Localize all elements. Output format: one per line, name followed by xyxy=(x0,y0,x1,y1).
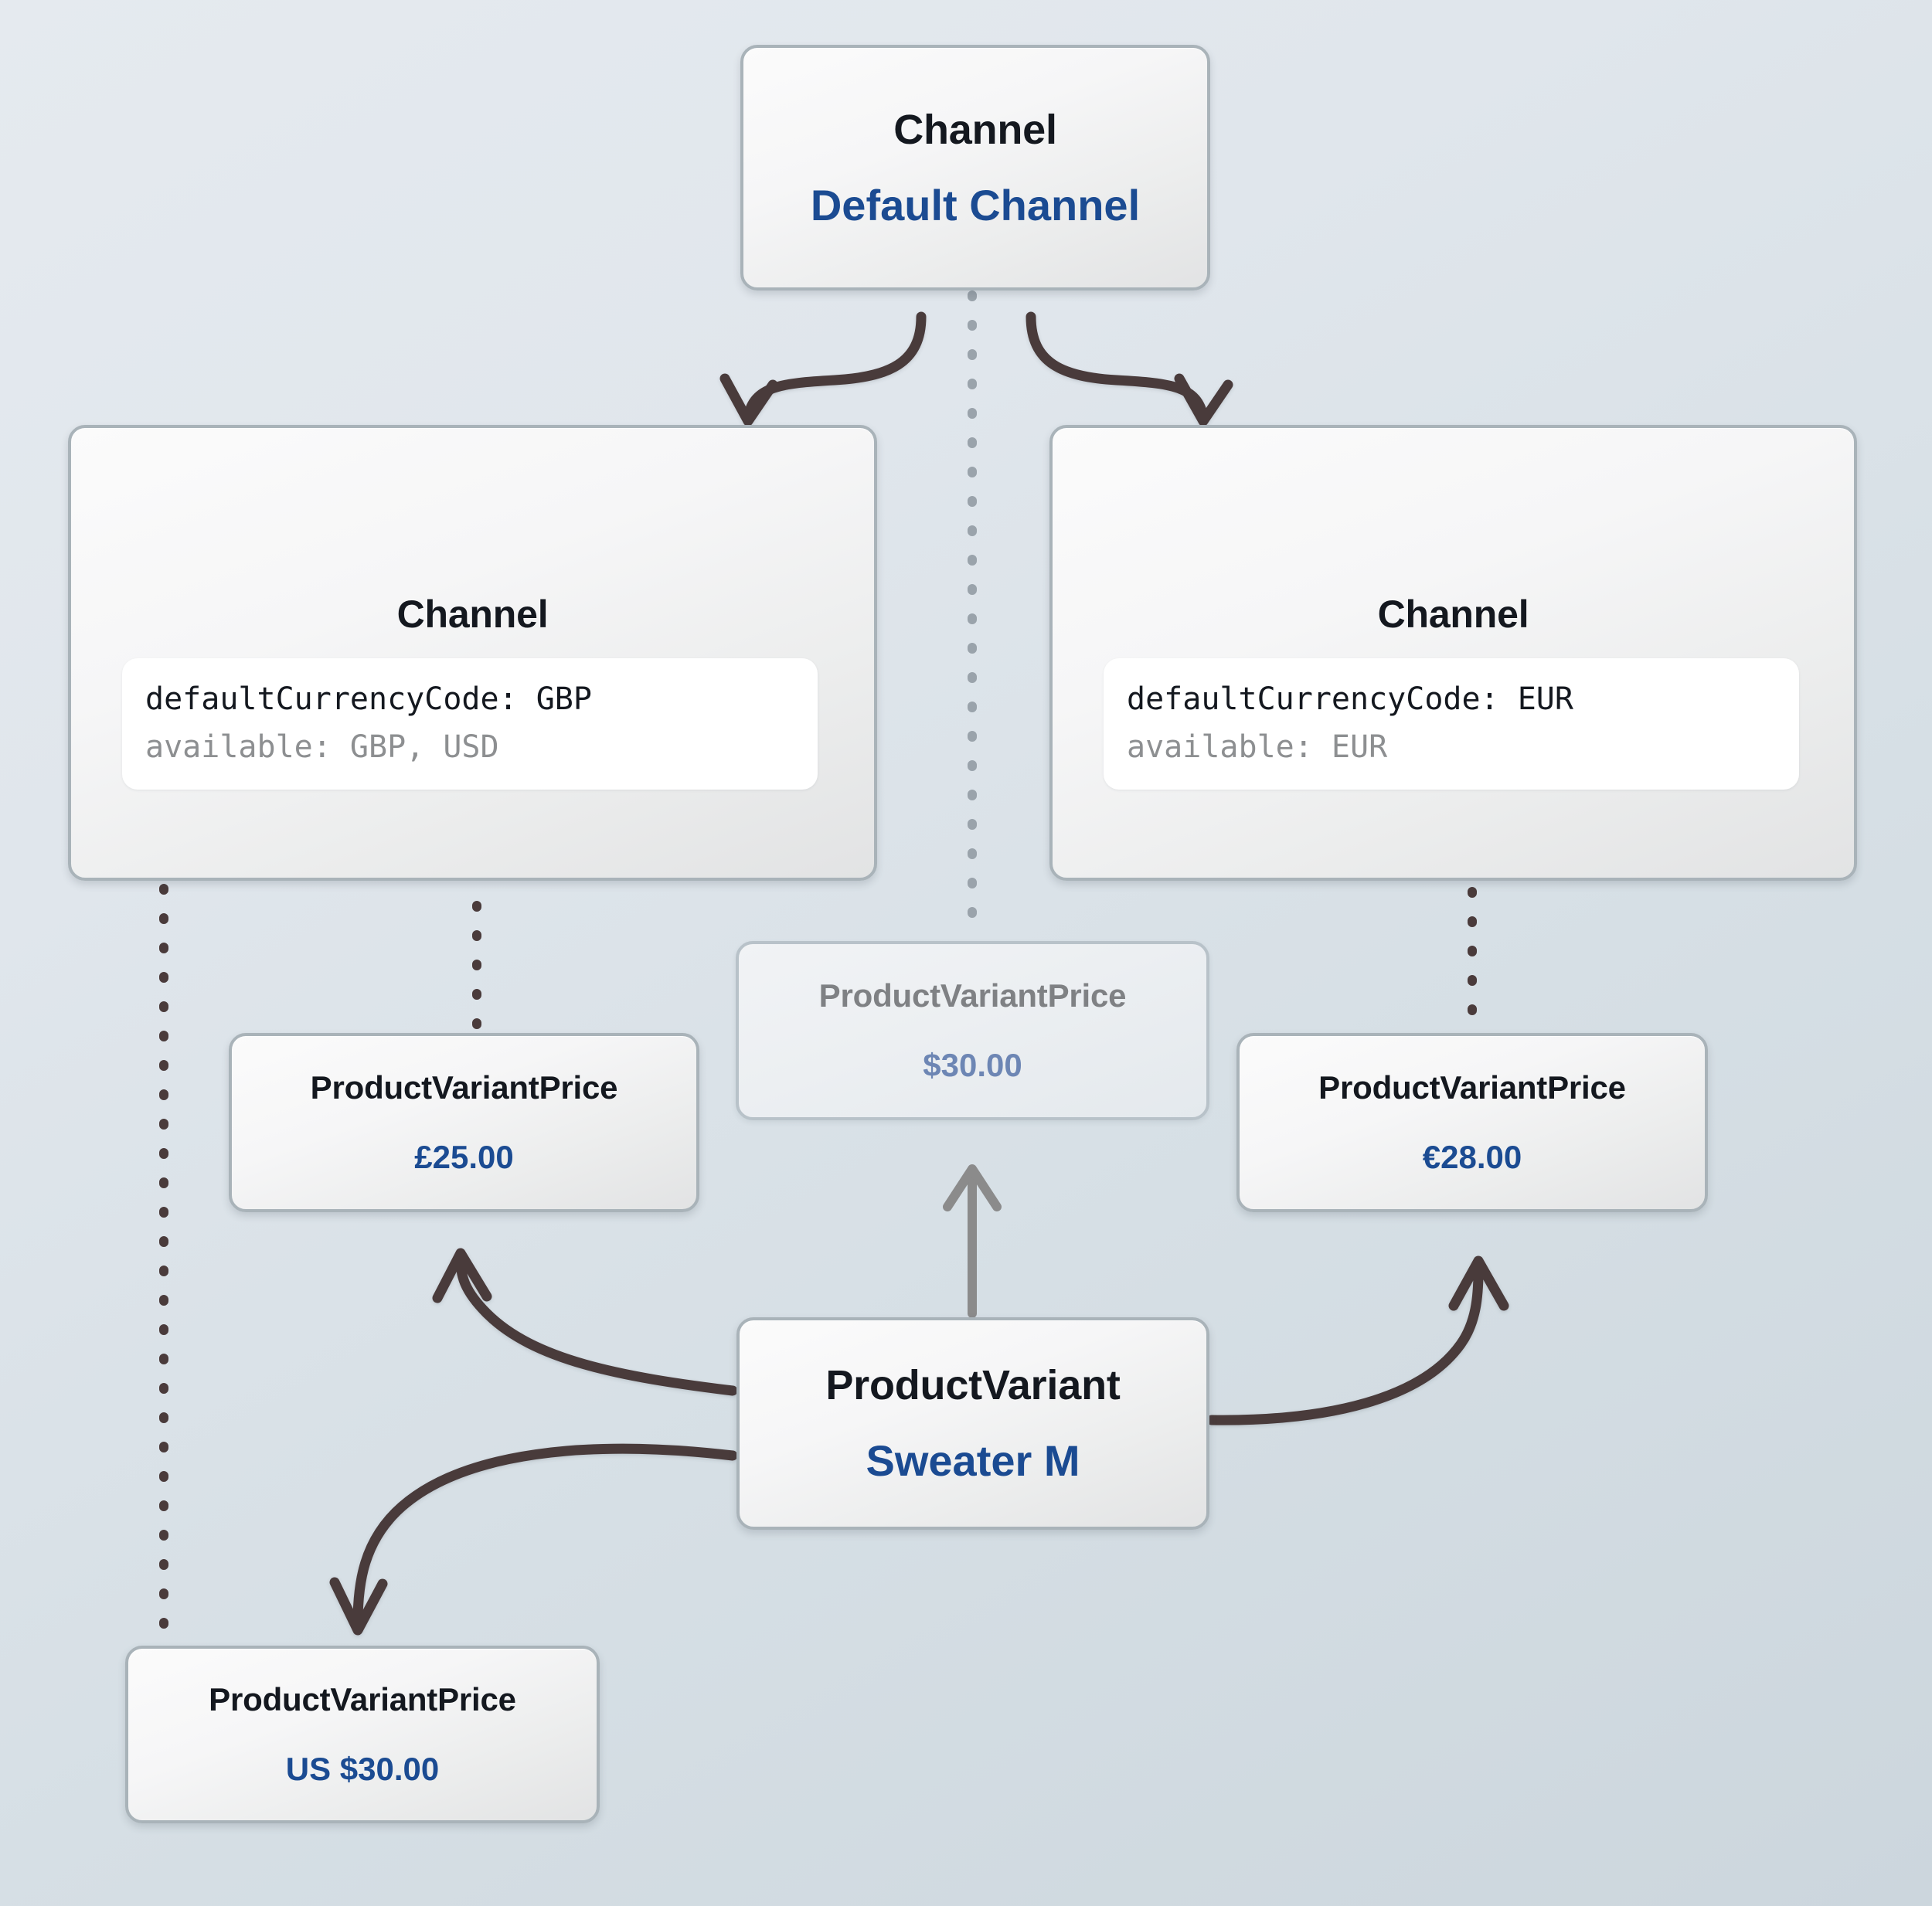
node-price-value: €28.00 xyxy=(1422,1139,1522,1175)
edge-default-to-uk xyxy=(719,311,927,426)
node-uk-channel[interactable]: Channel UK Channel xyxy=(68,425,877,881)
edge-variant-to-eur xyxy=(1206,1255,1509,1425)
node-type-label: ProductVariant xyxy=(825,1362,1121,1408)
node-type-label: ProductVariantPrice xyxy=(818,977,1127,1014)
node-type-label: ProductVariantPrice xyxy=(310,1069,618,1106)
germany-default-currency-code: defaultCurrencyCode: EUR xyxy=(1127,681,1573,717)
node-price-usd-uk[interactable]: ProductVariantPrice US $30.00 xyxy=(125,1646,600,1823)
uk-available-currencies: available: GBP, USD xyxy=(145,729,499,765)
germany-channel-details: defaultCurrencyCode: EUR available: EUR xyxy=(1104,658,1799,790)
node-price-value: $30.00 xyxy=(923,1047,1022,1083)
node-price-eur[interactable]: ProductVariantPrice €28.00 xyxy=(1236,1033,1708,1212)
node-product-variant[interactable]: ProductVariant Sweater M xyxy=(736,1317,1209,1530)
node-type-label: Channel xyxy=(893,106,1057,153)
node-default-channel[interactable]: Channel Default Channel xyxy=(740,45,1210,290)
edge-default-to-germany xyxy=(1026,311,1233,426)
node-name-label: Default Channel xyxy=(810,180,1141,229)
node-price-gbp[interactable]: ProductVariantPrice £25.00 xyxy=(229,1033,699,1212)
uk-channel-details: defaultCurrencyCode: GBP available: GBP,… xyxy=(122,658,818,790)
edge-variant-to-gbp xyxy=(432,1248,738,1396)
node-price-value: US $30.00 xyxy=(285,1751,440,1787)
edge-variant-to-usd xyxy=(329,1443,738,1636)
node-type-label: ProductVariantPrice xyxy=(209,1681,516,1717)
node-type-label: Channel xyxy=(1377,593,1529,636)
node-name-label: Sweater M xyxy=(866,1436,1080,1485)
node-price-usd-default[interactable]: ProductVariantPrice $30.00 xyxy=(736,941,1209,1120)
germany-available-currencies: available: EUR xyxy=(1127,729,1388,765)
node-price-value: £25.00 xyxy=(414,1139,514,1175)
node-germany-channel[interactable]: Channel Germany Channel xyxy=(1049,425,1857,881)
edge-variant-to-usd-default xyxy=(943,1164,1002,1318)
node-type-label: ProductVariantPrice xyxy=(1318,1069,1626,1106)
node-type-label: Channel xyxy=(396,593,549,636)
uk-default-currency-code: defaultCurrencyCode: GBP xyxy=(145,681,592,717)
